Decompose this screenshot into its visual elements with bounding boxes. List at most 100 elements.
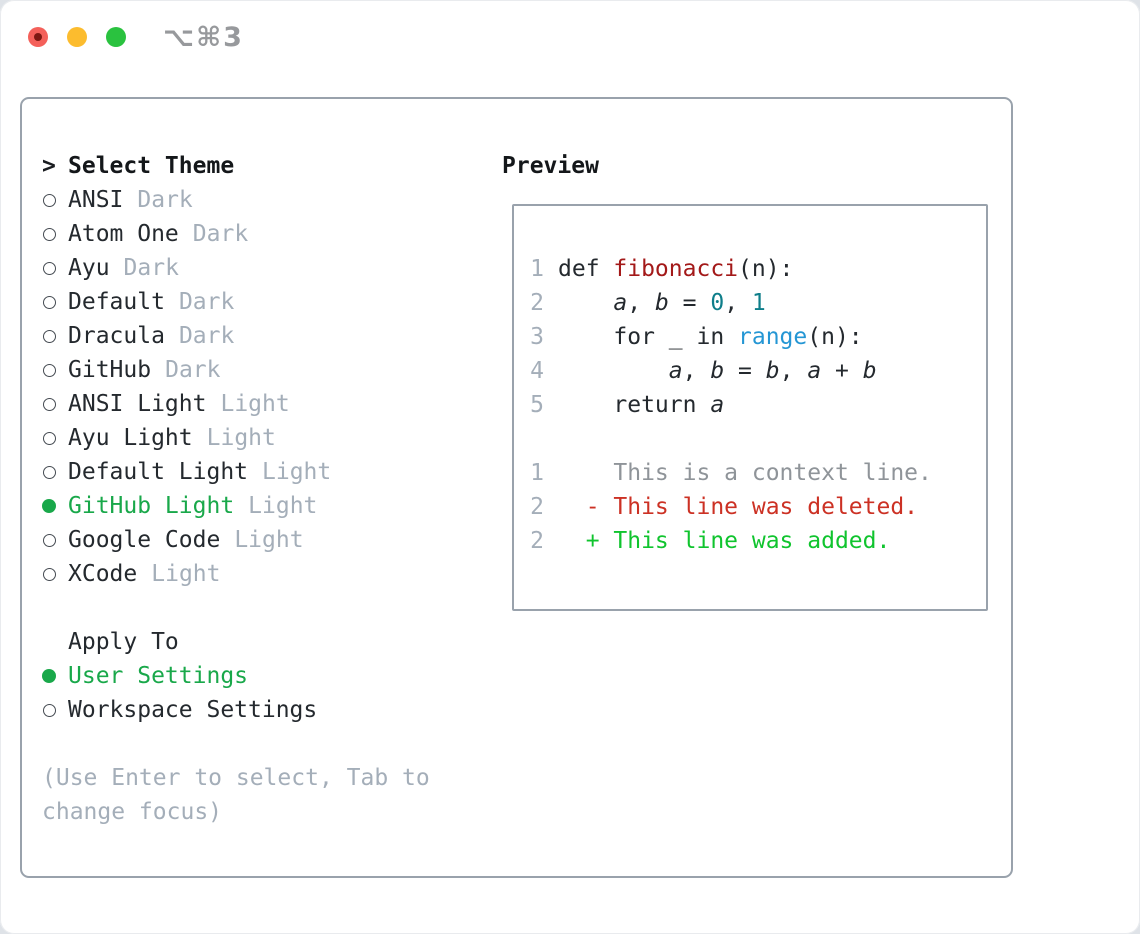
code-line: 1 This is a context line. <box>530 456 986 490</box>
radio-icon <box>43 567 56 581</box>
theme-item-default[interactable]: Default Dark <box>42 285 502 319</box>
token-b: range <box>738 324 808 350</box>
code-line: 2 - This line was deleted. <box>530 490 986 524</box>
token-d: , <box>724 290 752 316</box>
token-v: b <box>765 358 780 384</box>
radio-marker <box>42 397 68 411</box>
theme-variant: Dark <box>178 289 235 315</box>
line-content: for _ in range(n): <box>558 320 862 354</box>
radio-marker <box>42 431 68 445</box>
keyboard-hint: (Use Enter to select, Tab to change focu… <box>42 761 502 829</box>
radio-icon <box>43 261 56 275</box>
apply-option-label: Workspace Settings <box>68 697 318 723</box>
apply-option-user-settings[interactable]: User Settings <box>42 659 502 693</box>
radio-icon <box>43 703 56 717</box>
token-n: 1 <box>751 290 766 316</box>
radio-icon <box>43 431 56 445</box>
token-v: b <box>710 358 725 384</box>
radio-marker <box>42 295 68 309</box>
radio-icon <box>43 193 56 207</box>
line-number: 1 <box>530 460 544 486</box>
radio-icon <box>43 295 56 309</box>
apply-to-header: Apply To <box>42 625 502 659</box>
radio-icon <box>43 465 56 479</box>
code-line: 2 + This line was added. <box>530 524 986 558</box>
token-del: - This line was deleted. <box>558 494 919 520</box>
theme-variant: Light <box>206 425 276 451</box>
theme-panel-header: > Select Theme <box>42 149 502 183</box>
theme-name: GitHub Light <box>68 493 235 519</box>
line-content: This is a context line. <box>558 456 932 490</box>
token-f: fibonacci <box>613 256 739 282</box>
radio-marker <box>42 363 68 377</box>
titlebar: ⌥⌘3 <box>0 0 1140 97</box>
apply-to-title: Apply To <box>68 629 179 655</box>
apply-option-workspace-settings[interactable]: Workspace Settings <box>42 693 502 727</box>
line-number: 2 <box>530 528 544 554</box>
token-d: , <box>779 358 808 384</box>
token-d: = <box>668 290 711 316</box>
window-title: ⌥⌘3 <box>163 22 244 53</box>
radio-marker <box>42 499 68 513</box>
close-button[interactable] <box>28 27 48 47</box>
theme-name: Ayu <box>68 255 110 281</box>
radio-icon <box>43 329 56 343</box>
theme-variant: Light <box>234 527 304 553</box>
prompt-icon: > <box>42 153 56 179</box>
radio-marker <box>42 465 68 479</box>
radio-marker <box>42 261 68 275</box>
token-d: (n): <box>738 256 794 282</box>
radio-icon <box>43 533 56 547</box>
theme-name: ANSI <box>68 187 124 213</box>
code-line: 4 a, b = b, a + b <box>530 354 986 388</box>
token-d: , <box>682 358 711 384</box>
theme-variant: Light <box>151 561 221 587</box>
code-line: 5 return a <box>530 388 986 422</box>
line-content: return a <box>558 388 724 422</box>
apply-option-label: User Settings <box>68 663 249 689</box>
token-d: return <box>558 392 711 418</box>
token-v: b <box>862 358 877 384</box>
theme-variant: Dark <box>165 357 221 383</box>
token-d: = <box>724 358 766 384</box>
line-number: 5 <box>530 392 544 418</box>
line-number: 2 <box>530 494 544 520</box>
line-content: a, b = 0, 1 <box>558 286 766 320</box>
token-n: 0 <box>710 290 725 316</box>
theme-variant: Dark <box>137 187 193 213</box>
token-d: def <box>558 256 614 282</box>
token-d <box>558 358 669 384</box>
token-add: + This line was added. <box>558 528 891 554</box>
theme-variant: Dark <box>178 323 235 349</box>
token-d <box>558 290 613 316</box>
theme-item-xcode[interactable]: XCode Light <box>42 557 502 591</box>
theme-name: XCode <box>68 561 138 587</box>
theme-item-ansi[interactable]: ANSI Dark <box>42 183 502 217</box>
token-d: , <box>627 290 655 316</box>
radio-marker <box>42 669 68 683</box>
code-line: 3 for _ in range(n): <box>530 320 986 354</box>
modified-dot-icon <box>34 33 42 41</box>
theme-name: Default <box>68 289 165 315</box>
radio-icon <box>43 397 56 411</box>
line-number: 4 <box>530 358 544 384</box>
minimize-button[interactable] <box>67 27 87 47</box>
token-v: a <box>710 392 725 418</box>
radio-marker <box>42 567 68 581</box>
zoom-button[interactable] <box>106 27 126 47</box>
